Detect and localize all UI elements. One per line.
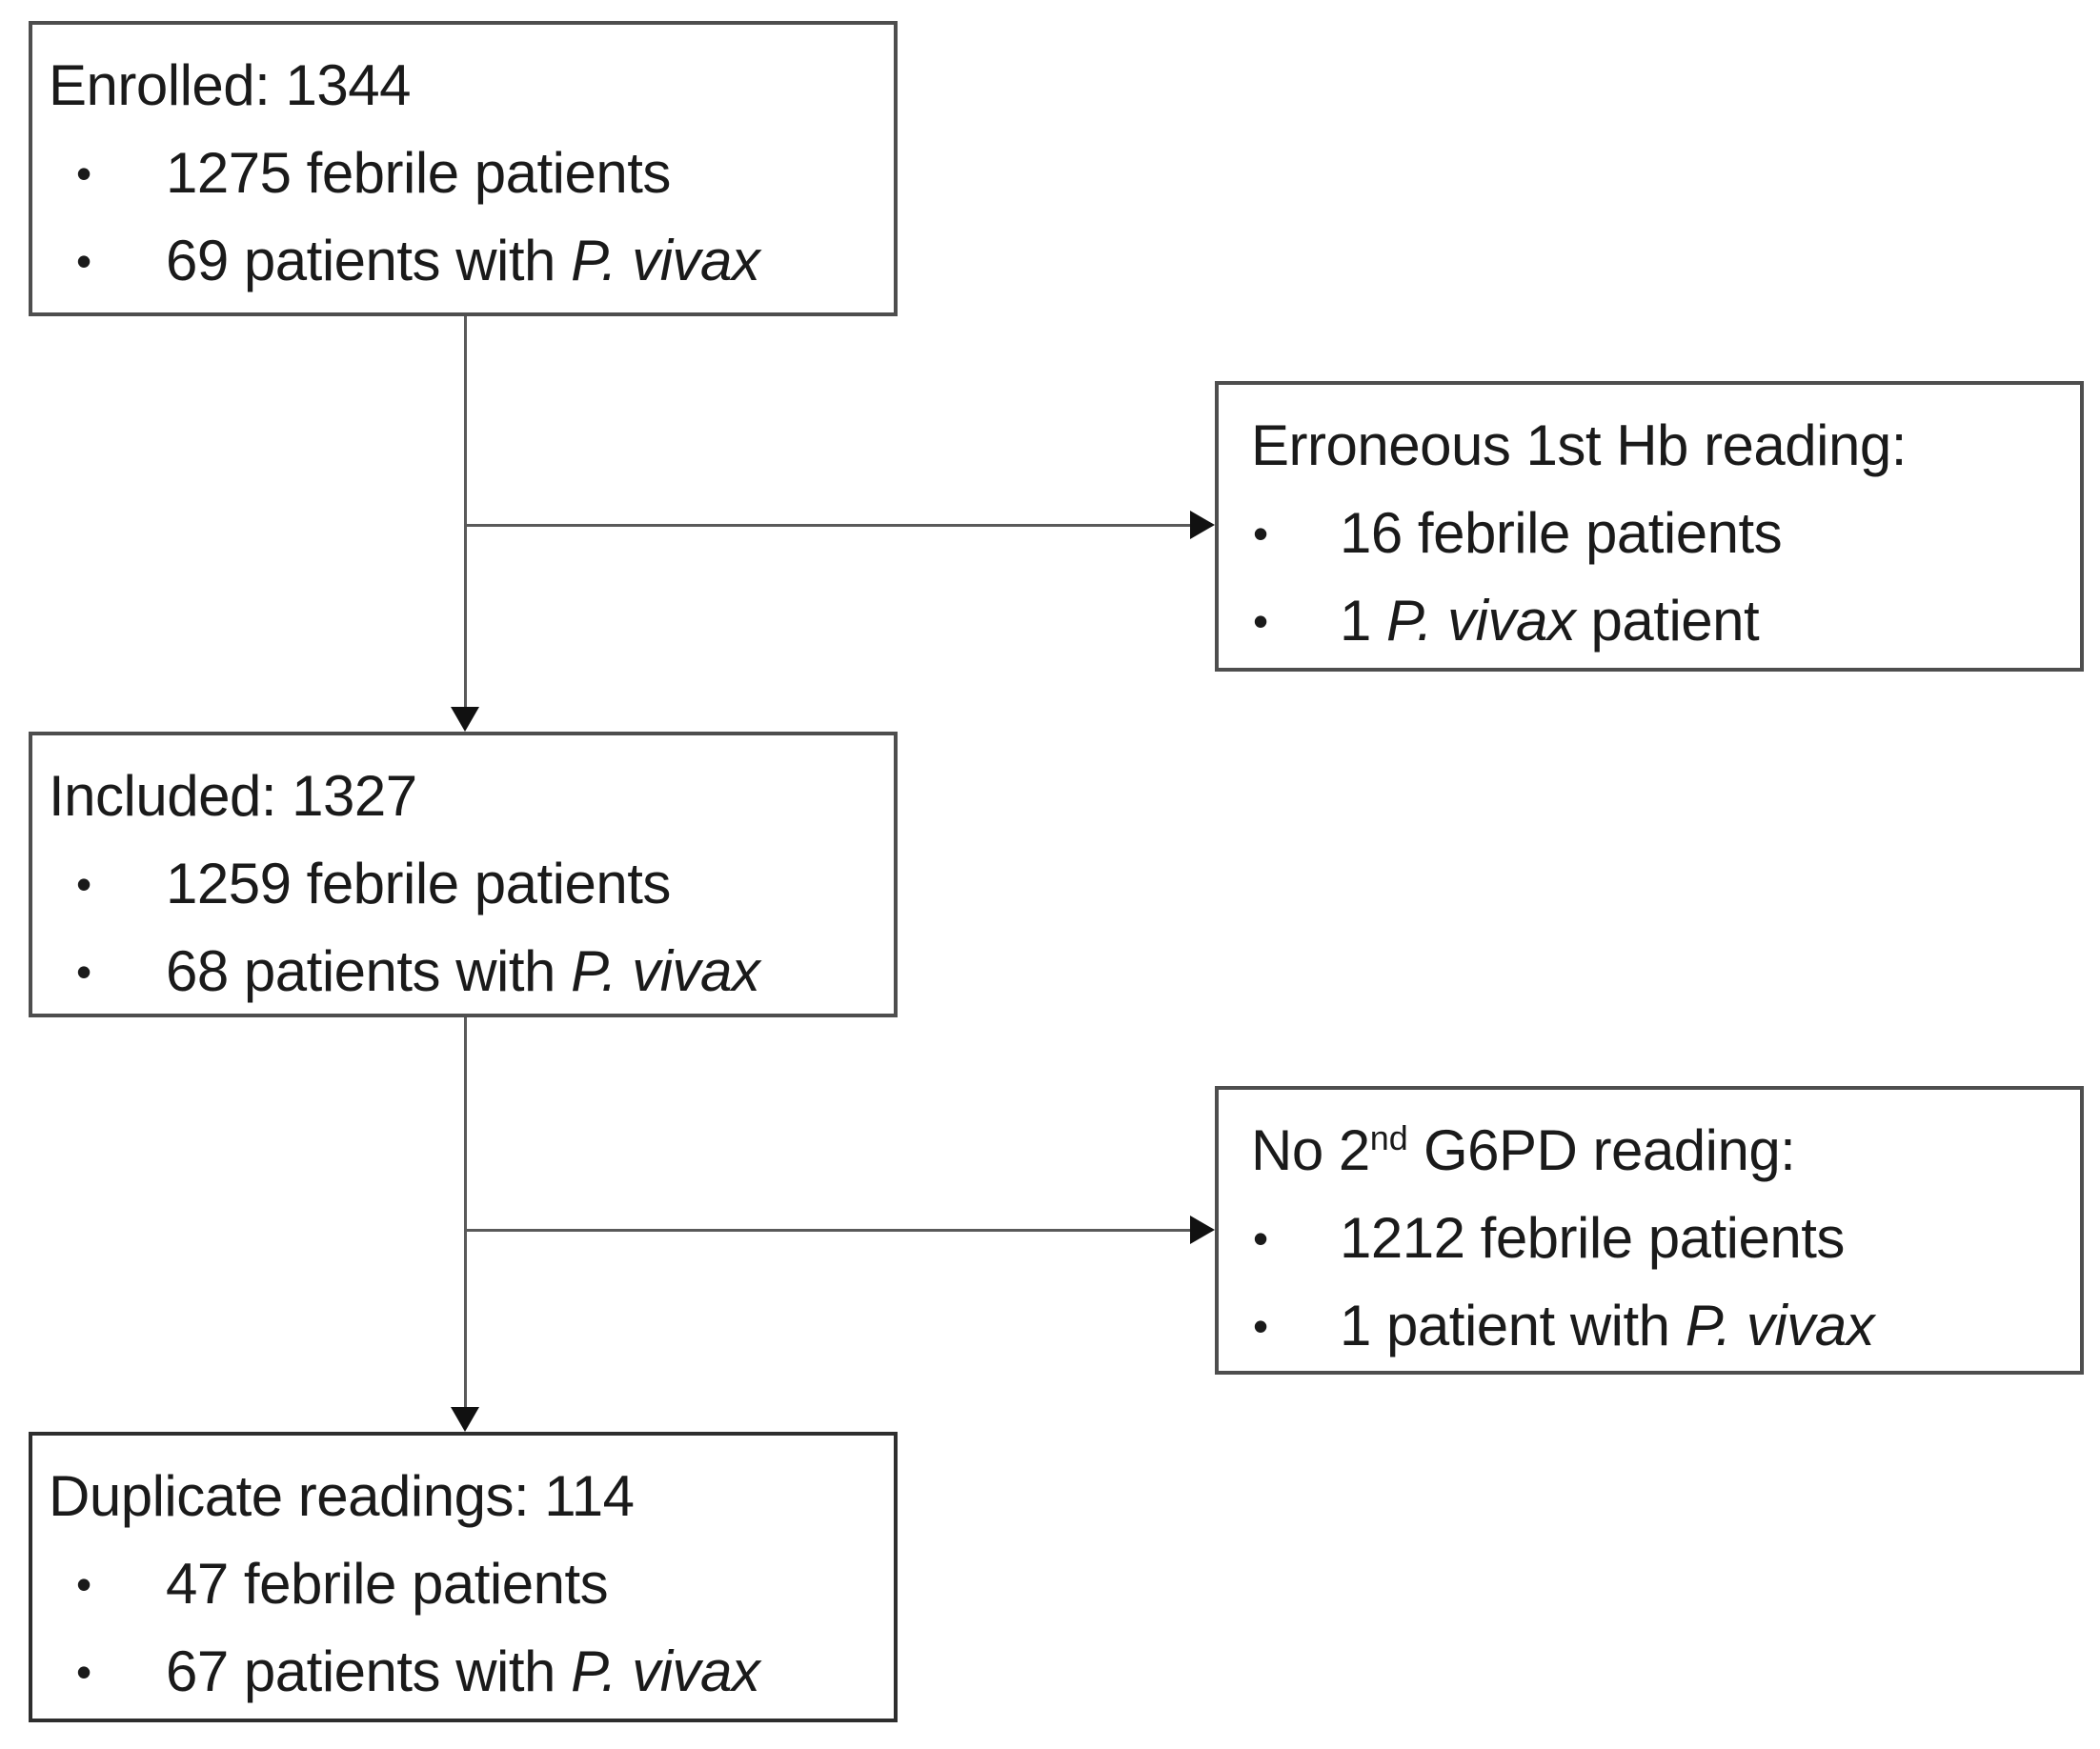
bullet-dot-icon: • bbox=[76, 859, 91, 909]
box-title-erroneous: Erroneous 1st Hb reading: bbox=[1251, 413, 1907, 477]
bullet-dot-icon: • bbox=[1253, 509, 1268, 558]
box-title-included: Included: 1327 bbox=[49, 764, 417, 828]
bullet-item: •1275 febrile patients bbox=[32, 130, 894, 217]
bullet-item: •69 patients with P. vivax bbox=[32, 217, 894, 305]
flow-box-erroneous-first-hb-reading: Erroneous 1st Hb reading: •16 febrile pa… bbox=[1215, 381, 2084, 672]
bullet-list: •1259 febrile patients •68 patients with… bbox=[32, 840, 894, 1015]
bullet-dot-icon: • bbox=[76, 947, 91, 996]
connector-included-to-duplicate bbox=[464, 1017, 467, 1409]
flow-box-enrolled: Enrolled: 1344 •1275 febrile patients •6… bbox=[29, 21, 898, 316]
bullet-item: •1212 febrile patients bbox=[1219, 1195, 2080, 1282]
bullet-item: •1 P. vivax patient bbox=[1219, 577, 2080, 665]
bullet-item: •1259 febrile patients bbox=[32, 840, 894, 928]
connector-branch-to-erroneous bbox=[465, 524, 1191, 527]
connector-enrolled-to-included bbox=[464, 316, 467, 711]
bullet-dot-icon: • bbox=[76, 1647, 91, 1697]
bullet-dot-icon: • bbox=[76, 1559, 91, 1609]
bullet-list: •47 febrile patients •67 patients with P… bbox=[32, 1540, 894, 1716]
arrowhead-down-icon bbox=[451, 707, 479, 732]
connector-branch-to-no-second-reading bbox=[465, 1229, 1191, 1232]
bullet-dot-icon: • bbox=[1253, 1214, 1268, 1263]
flow-box-no-second-g6pd-reading: No 2nd G6PD reading: •1212 febrile patie… bbox=[1215, 1086, 2084, 1375]
bullet-list: •16 febrile patients •1 P. vivax patient bbox=[1219, 490, 2080, 665]
box-title-enrolled: Enrolled: 1344 bbox=[49, 53, 411, 117]
flow-box-included: Included: 1327 •1259 febrile patients •6… bbox=[29, 732, 898, 1017]
bullet-dot-icon: • bbox=[76, 236, 91, 286]
bullet-item: •68 patients with P. vivax bbox=[32, 928, 894, 1015]
flow-box-duplicate-readings: Duplicate readings: 114 •47 febrile pati… bbox=[29, 1432, 898, 1722]
bullet-dot-icon: • bbox=[76, 149, 91, 198]
bullet-dot-icon: • bbox=[1253, 1301, 1268, 1351]
bullet-item: •47 febrile patients bbox=[32, 1540, 894, 1628]
arrowhead-right-icon bbox=[1190, 511, 1215, 539]
bullet-item: •67 patients with P. vivax bbox=[32, 1628, 894, 1716]
box-title-duplicate-readings: Duplicate readings: 114 bbox=[49, 1464, 635, 1528]
bullet-item: •16 febrile patients bbox=[1219, 490, 2080, 577]
arrowhead-right-icon bbox=[1190, 1216, 1215, 1244]
superscript-nd: nd bbox=[1369, 1118, 1408, 1157]
bullet-dot-icon: • bbox=[1253, 596, 1268, 646]
bullet-list: •1275 febrile patients •69 patients with… bbox=[32, 130, 894, 305]
box-title-no-second-g6pd: No 2nd G6PD reading: bbox=[1251, 1118, 1796, 1182]
bullet-list: •1212 febrile patients •1 patient with P… bbox=[1219, 1195, 2080, 1370]
bullet-item: •1 patient with P. vivax bbox=[1219, 1282, 2080, 1370]
arrowhead-down-icon bbox=[451, 1407, 479, 1432]
